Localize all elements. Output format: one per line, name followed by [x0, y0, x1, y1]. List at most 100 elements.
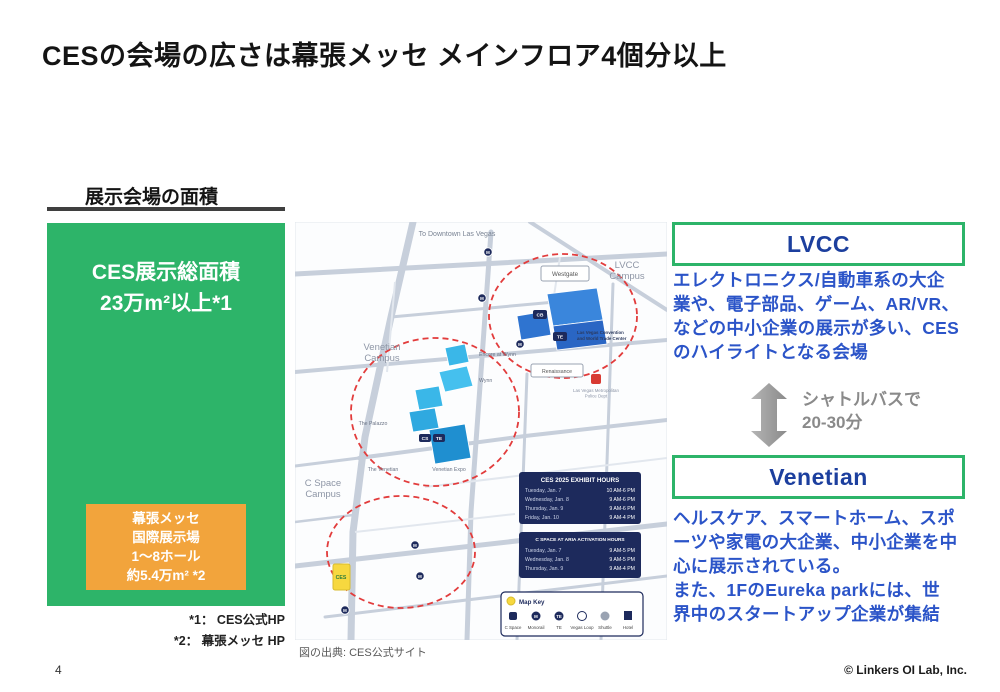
monorail-station-icon — [483, 247, 493, 257]
station-label: CB — [537, 313, 544, 319]
monorail-station-icon — [477, 293, 487, 303]
c-space-campus-label: Campus — [305, 489, 341, 500]
monorail-station-icon — [340, 605, 350, 615]
venetian-campus-label: Campus — [364, 353, 400, 364]
shuttle-label: シャトルバスで 20-30分 — [802, 388, 921, 434]
ces-area-line1: CES展示総面積 — [91, 261, 241, 284]
station-label: TE — [557, 335, 564, 341]
police-icon — [591, 374, 601, 384]
lvcc-buildings — [516, 287, 608, 351]
venetian-circle — [350, 337, 520, 487]
renaissance-label: Renaissance — [542, 369, 572, 375]
key-item-label: TE — [556, 625, 562, 630]
exhibit-time: 9 AM-4 PM — [609, 515, 635, 521]
c-space-time: 9 AM-4 PM — [609, 566, 635, 572]
key-te-icon — [554, 611, 564, 621]
key-item-label: C Space — [505, 625, 522, 630]
makuhari-line3: 1〜8ホール — [131, 549, 201, 564]
lvcc-description: エレクトロニクス/自動車系の大企 業や、電子部品、ゲーム、AR/VR、 などの中… — [673, 270, 960, 362]
lvcc-campus-label: LVCC — [615, 260, 640, 271]
key-item-label: Vegas Loop — [570, 625, 594, 630]
landmark-boxes: Westgate Renaissance CES — [332, 265, 601, 591]
map-labels: To Downtown Las Vegas LVCC Campus Veneti… — [305, 231, 645, 500]
venetian-title: Venetian — [769, 463, 868, 490]
c-space-day: Tuesday, Jan. 7 — [525, 548, 561, 554]
map-roads — [292, 218, 670, 644]
ces-hq-box — [332, 563, 351, 591]
westgate-box — [540, 265, 590, 282]
c-space-hours-title: C SPACE AT ARIA ACTIVATION HOURS — [535, 537, 625, 543]
wynn-label: Wynn — [479, 378, 492, 384]
footnotes: *1： CES公式HP *2： 幕張メッセ HP — [47, 610, 285, 652]
lvcc-title: LVCC — [787, 230, 850, 257]
encore-label: Encore at Wynn — [479, 352, 516, 358]
monorail-station-icon — [515, 339, 525, 349]
te-station-icon — [553, 332, 567, 341]
exhibit-hours-title: CES 2025 EXHIBIT HOURS — [541, 477, 619, 484]
station-letter: M — [418, 574, 422, 579]
lvcc-campus-label: Campus — [609, 271, 645, 282]
makuhari-line4: 約5.4万m² *2 — [126, 568, 206, 583]
c-space-campus-label: C Space — [305, 478, 341, 489]
map-caption: 図の出典: CES公式サイト — [299, 647, 427, 659]
map-key-title: Map Key — [519, 599, 545, 606]
police-label: Las Vegas Metropolitan — [573, 388, 619, 393]
key-loop-icon — [577, 611, 587, 621]
exhibit-hours-box: CES 2025 EXHIBIT HOURS Tuesday, Jan. 7 1… — [519, 472, 641, 524]
venetian-label: The Venetian — [368, 467, 399, 473]
exhibit-day: Thursday, Jan. 9 — [525, 506, 563, 512]
exhibit-time: 9 AM-6 PM — [609, 506, 635, 512]
convention-center-label: and World Trade Center — [577, 336, 627, 341]
monorail-station-icon — [415, 571, 425, 581]
section-underline — [47, 207, 285, 211]
station-markers: M M M M M M CB TE CS TE — [340, 247, 567, 615]
c-space-time: 9 AM-5 PM — [609, 557, 635, 563]
campus-circles — [326, 253, 638, 609]
palazzo-label: The Palazzo — [359, 421, 388, 427]
copyright: © Linkers OI Lab, Inc. — [844, 663, 967, 677]
key-te-letter: TE — [556, 614, 562, 619]
station-letter: M — [413, 543, 417, 548]
key-shuttle-icon — [600, 611, 610, 621]
slide-title: CESの会場の広さは幕張メッセ メインフロア4個分以上 — [42, 41, 727, 71]
ces-hq-label: CES — [336, 575, 347, 581]
shuttle-label-line1: シャトルバスで — [802, 390, 921, 409]
section-heading: 展示会場の面積 — [85, 187, 219, 208]
footnote-1: *1： CES公式HP — [189, 613, 285, 627]
westgate-label: Westgate — [552, 271, 579, 278]
station-label: TE — [436, 436, 443, 442]
station-label: CS — [422, 436, 429, 442]
station-letter: M — [486, 250, 490, 255]
police-label: Police Dept — [585, 394, 608, 399]
makuhari-line2: 国際展示場 — [132, 530, 200, 545]
ces-area-line2: 23万m²以上*1 — [100, 292, 232, 315]
page-number: 4 — [55, 663, 62, 677]
shuttle-label-line2: 20-30分 — [802, 413, 863, 432]
monorail-station-icon — [410, 540, 420, 550]
exhibit-day: Friday, Jan. 10 — [525, 515, 559, 521]
c-space-time: 9 AM-5 PM — [609, 548, 635, 554]
c-space-day: Wednesday, Jan. 8 — [525, 557, 569, 563]
exhibit-day: Wednesday, Jan. 8 — [525, 497, 569, 503]
venetian-expo-label: Venetian Expo — [432, 467, 466, 473]
renaissance-box — [530, 363, 584, 378]
exhibit-day: Tuesday, Jan. 7 — [525, 488, 561, 494]
makuhari-line1: 幕張メッセ — [132, 511, 200, 526]
lvcc-title-box: LVCC — [672, 222, 965, 266]
shuttle-arrow-icon — [747, 383, 793, 449]
exhibit-time: 10 AM-6 PM — [606, 488, 635, 494]
venetian-title-box: Venetian — [672, 455, 965, 499]
te-station-icon — [433, 434, 445, 442]
exhibit-time: 9 AM-6 PM — [609, 497, 635, 503]
makuhari-box: 幕張メッセ 国際展示場 1〜8ホール 約5.4万m² *2 — [86, 504, 246, 590]
station-letter: M — [343, 608, 347, 613]
cb-station-icon — [533, 310, 547, 319]
lvcc-circle — [488, 253, 638, 379]
map-key-icon — [506, 596, 516, 606]
venetian-buildings — [408, 343, 474, 465]
venetian-description: ヘルスケア、スマートホーム、スポ ーツや家電の大企業、中小企業を中 心に展示され… — [673, 508, 958, 624]
ces-area-text: CES展示総面積 23万m²以上*1 — [47, 257, 285, 319]
station-letter: M — [480, 296, 484, 301]
cs-station-icon — [419, 434, 431, 442]
